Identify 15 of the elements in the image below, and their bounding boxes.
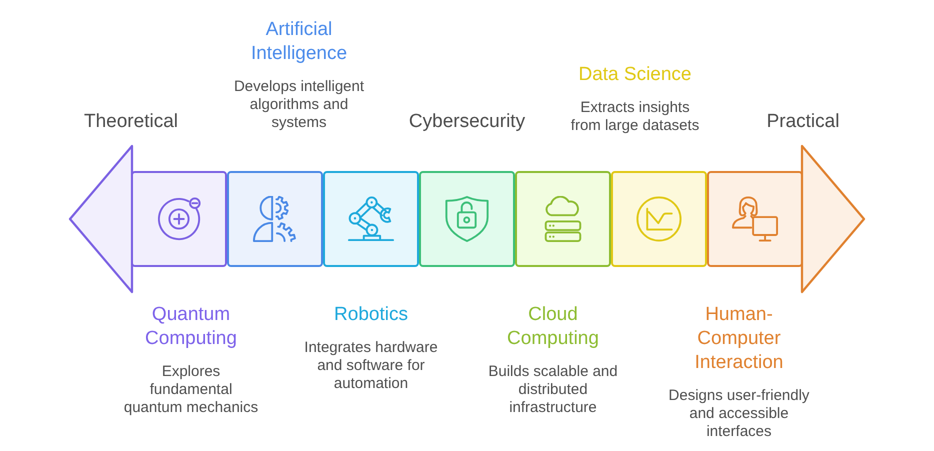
segment-title: Robotics [334,303,408,327]
segment-title: Quantum Computing [144,303,238,351]
segment-title: Human-Computer Interaction [694,303,784,375]
segment-description: Builds scalable and distributed infrastructure [487,363,619,417]
segment-description: Develops intelligent algorithms and systems [232,78,366,132]
scale-end-label: Practical [766,110,840,134]
segment-title: Cybersecurity [408,110,526,134]
segment-title: Artificial Intelligence [250,18,348,66]
segment-description: Designs user-friendly and accessible interfaces [668,387,810,441]
segment-description: Integrates hardware and software for automation [303,339,439,393]
segment-description: Extracts insights from large datasets [570,99,700,135]
segment-description: Explores fundamental quantum mechanics [122,363,260,417]
scale-end-label: Theoretical [84,110,178,134]
segment-title: Data Science [578,63,692,87]
segment-title: Cloud Computing [506,303,600,351]
